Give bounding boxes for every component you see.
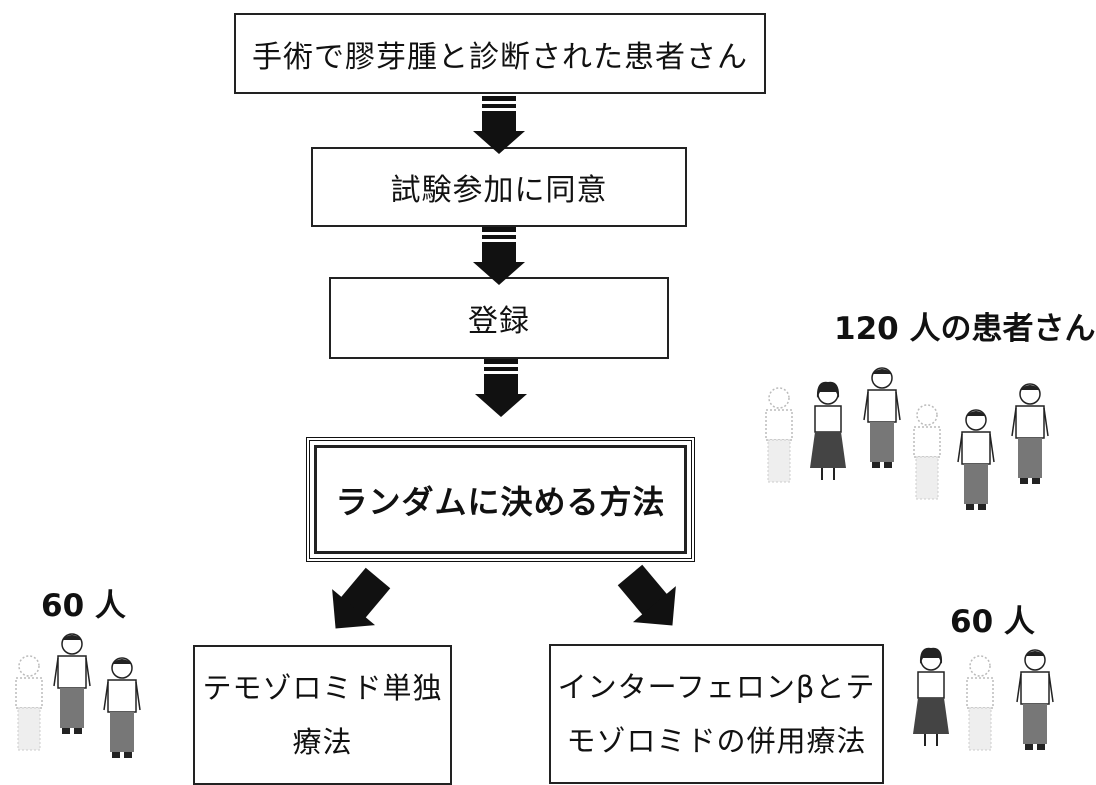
arrow-down-icon — [473, 227, 525, 285]
register-step-label: 登録 — [468, 304, 530, 339]
randomization-label: ランダムに決める方法 — [335, 482, 666, 521]
arm-left-label: テモゾロミド単独 療法 — [202, 671, 443, 759]
patient-group-120-icon — [765, 367, 1049, 511]
start-step-box: 手術で膠芽腫と診断された患者さん — [234, 13, 766, 94]
arrow-down-left-icon — [332, 567, 391, 629]
patient-group-right-icon — [912, 646, 1054, 751]
arrow-down-icon — [473, 96, 525, 154]
consent-step-box: 試験参加に同意 — [311, 147, 687, 227]
randomization-box: ランダムに決める方法 — [306, 437, 695, 562]
consent-step-label: 試験参加に同意 — [390, 173, 608, 208]
start-step-label: 手術で膠芽腫と診断された患者さん — [252, 39, 748, 75]
arm-right-box: インターフェロンβとテ モゾロミドの併用療法 — [549, 644, 884, 784]
register-step-box: 登録 — [329, 277, 669, 359]
diagram-graphics — [15, 96, 1054, 759]
arrow-down-right-icon — [617, 564, 676, 626]
total-patients-label: 120 人の患者さん — [834, 311, 1096, 347]
patient-group-left-icon — [15, 633, 141, 759]
left-arm-count-label: 60 人 — [41, 588, 126, 624]
arm-right-label: インターフェロンβとテ モゾロミドの併用療法 — [557, 670, 876, 758]
right-arm-count-label: 60 人 — [950, 604, 1035, 640]
arrow-down-icon — [475, 359, 527, 417]
arm-left-box: テモゾロミド単独 療法 — [193, 645, 452, 785]
